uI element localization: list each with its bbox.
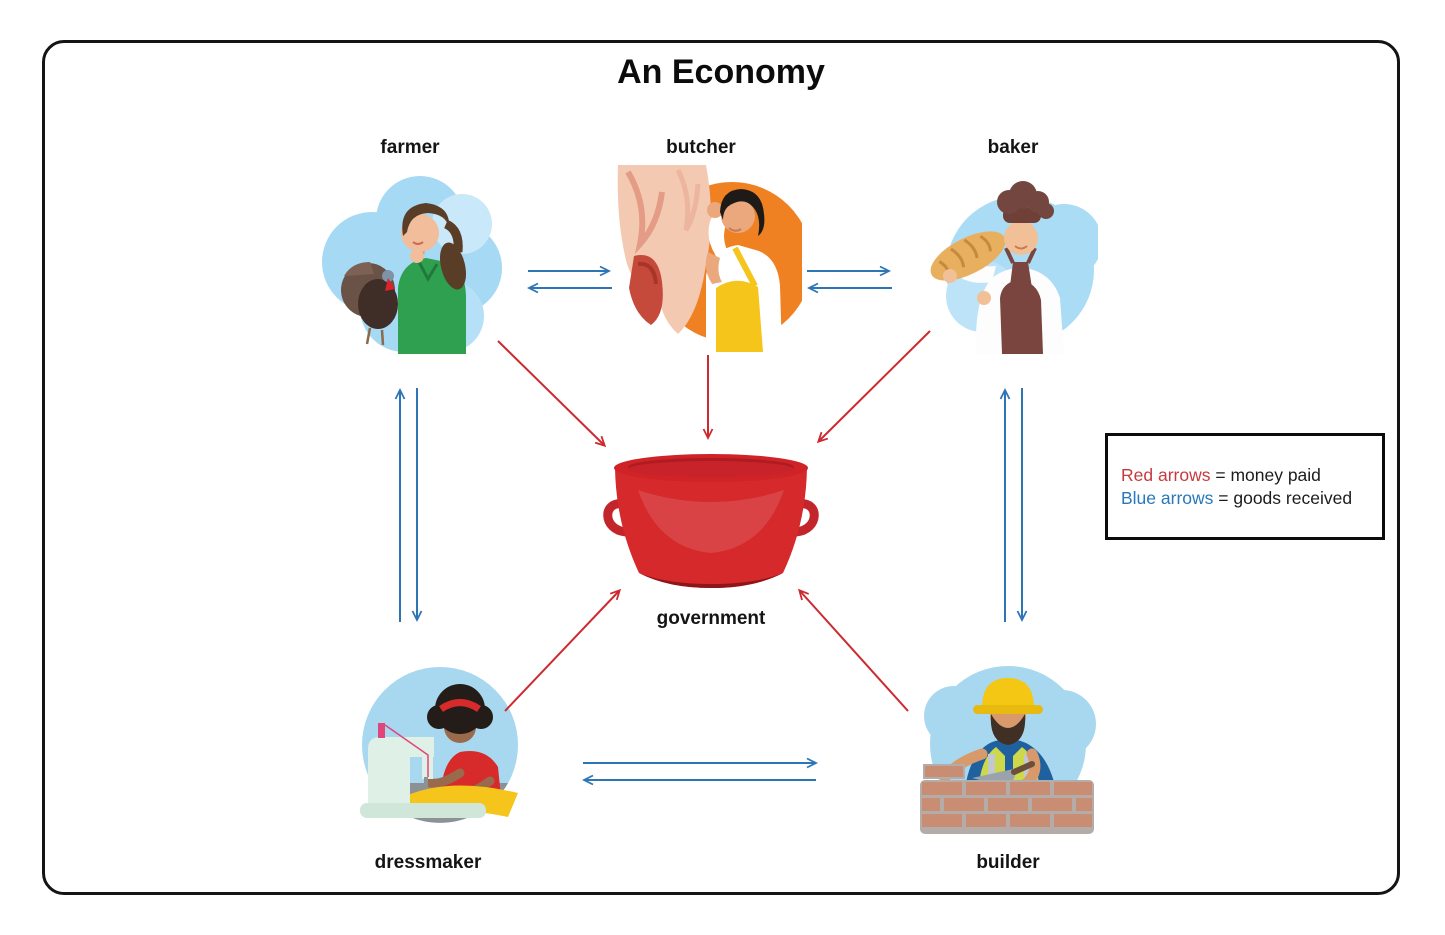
legend-red-definition: = money paid [1215, 465, 1321, 485]
butcher-person [705, 189, 782, 352]
legend-red-term: Red arrows [1121, 465, 1211, 485]
baker-illustration [918, 166, 1098, 356]
butcher-illustration [616, 164, 802, 354]
beard [990, 714, 1026, 745]
government-illustration [598, 452, 824, 595]
headband [439, 699, 481, 712]
baker-icon [930, 181, 1098, 354]
government-pot-icon [603, 454, 819, 588]
butcher-icon [617, 165, 802, 352]
legend-blue-term: Blue arrows [1121, 488, 1214, 508]
sewing-machine [360, 723, 518, 818]
dressmaker-icon [360, 667, 518, 823]
chef-hat [997, 181, 1054, 223]
butcher-hair [720, 189, 765, 236]
dressmaker-label: dressmaker [374, 852, 482, 873]
turkey [341, 262, 398, 346]
builder-illustration [912, 650, 1102, 840]
baker-face [1004, 221, 1038, 255]
baker-label: baker [987, 137, 1039, 158]
farmer-hair [402, 203, 450, 236]
baker-apron [1000, 280, 1043, 354]
farmer-icon [322, 176, 502, 354]
thread-spool [378, 723, 385, 738]
legend-blue-line: Blue arrows = goods received [1121, 487, 1382, 509]
dressmaker-illustration [348, 655, 533, 840]
butcher-face [721, 199, 755, 233]
farmer-illustration [316, 166, 502, 354]
butcher-label: butcher [666, 137, 736, 158]
legend-blue-definition: = goods received [1218, 488, 1353, 508]
brick-wall [920, 764, 1094, 834]
meat-carcass [617, 165, 711, 334]
legend-box: Red arrows = money paid Blue arrows = go… [1105, 433, 1385, 540]
butcher-apron [716, 280, 763, 352]
government-label: government [656, 608, 766, 629]
page-title: An Economy [617, 53, 825, 91]
builder-icon [920, 666, 1096, 834]
builder-label: builder [976, 852, 1040, 873]
hard-hat [982, 678, 1034, 708]
pot-body [615, 468, 807, 588]
legend-red-line: Red arrows = money paid [1121, 464, 1382, 486]
farmer-face [401, 214, 439, 252]
bread-loaf [930, 231, 1006, 281]
farmer-label: farmer [380, 137, 440, 158]
